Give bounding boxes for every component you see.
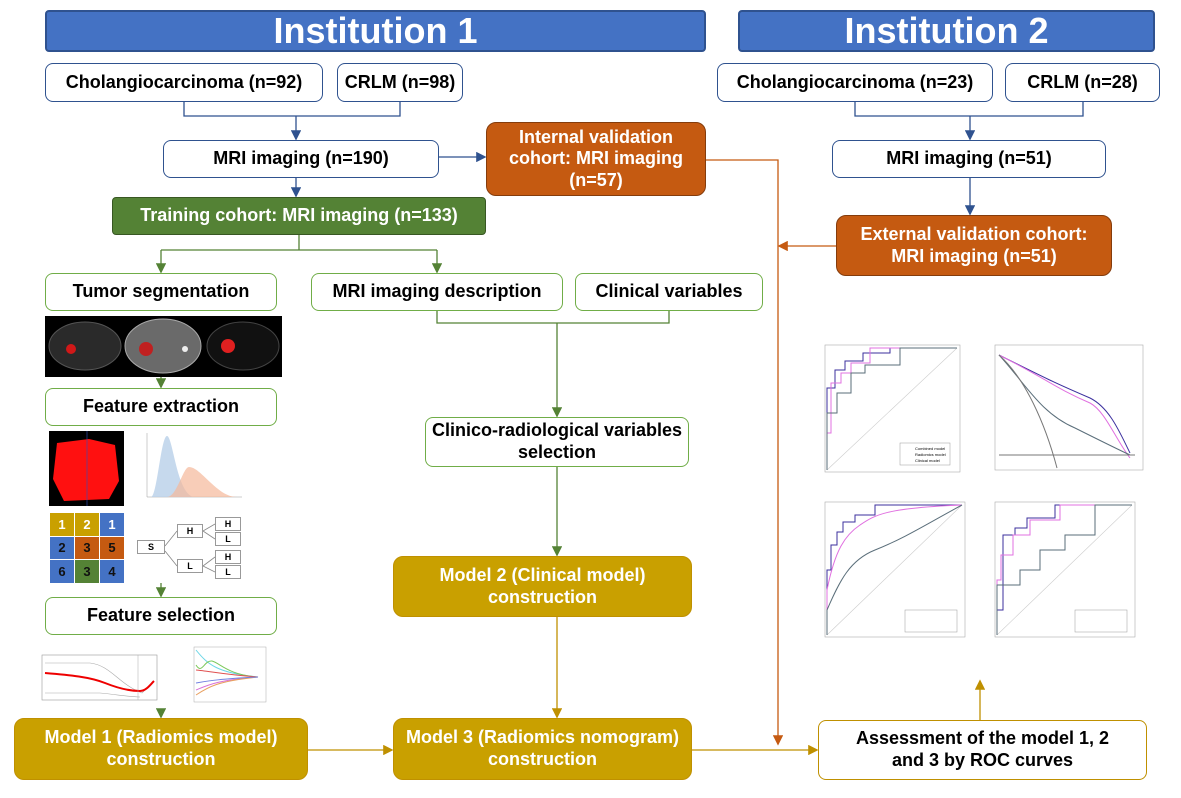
crlm-inst2-box: CRLM (n=28) (1005, 63, 1160, 102)
wavelet-tree: S H L H L H L (137, 513, 247, 585)
matrix-cell: 5 (100, 536, 124, 560)
roc-plot-internal (824, 501, 966, 638)
tree-node: L (215, 565, 241, 579)
cholangio-inst2-box: Cholangiocarcinoma (n=23) (717, 63, 993, 102)
crlm-inst1-box: CRLM (n=98) (337, 63, 463, 102)
external-validation-box: External validation cohort: MRI imaging … (836, 215, 1112, 276)
institution-1-header: Institution 1 (45, 10, 706, 52)
tumor-3d-render-image (49, 431, 124, 506)
mri-slices-image (45, 316, 282, 377)
feature-selection-box: Feature selection (45, 597, 277, 635)
training-cohort-box: Training cohort: MRI imaging (n=133) (112, 197, 486, 235)
lasso-coefficient-plot-image (193, 646, 267, 703)
lasso-cv-plot-image (41, 654, 158, 701)
matrix-cell: 3 (75, 536, 99, 560)
decision-curve-plot (994, 344, 1144, 471)
model1-box: Model 1 (Radiomics model) construction (14, 718, 308, 780)
model3-box: Model 3 (Radiomics nomogram) constructio… (393, 718, 692, 780)
roc-plot-training: Combined model Radiomics model Clinical … (824, 344, 961, 473)
assessment-box: Assessment of the model 1, 2 and 3 by RO… (818, 720, 1147, 780)
histogram-image (146, 433, 242, 498)
tree-node: H (177, 524, 203, 538)
institution-2-header: Institution 2 (738, 10, 1155, 52)
tree-node: H (215, 517, 241, 531)
clinico-radiological-selection-box: Clinico-radiological variables selection (425, 417, 689, 467)
matrix-cell: 2 (50, 536, 74, 560)
matrix-cell: 3 (75, 560, 99, 583)
clinical-variables-box: Clinical variables (575, 273, 763, 311)
mri-description-box: MRI imaging description (311, 273, 563, 311)
tree-node: L (177, 559, 203, 573)
matrix-cell: 1 (100, 513, 124, 536)
matrix-cell: 6 (50, 560, 74, 583)
matrix-cell: 2 (75, 513, 99, 536)
cholangio-inst1-box: Cholangiocarcinoma (n=92) (45, 63, 323, 102)
legend-item: Combined model (915, 446, 945, 451)
mri-inst2-box: MRI imaging (n=51) (832, 140, 1106, 178)
tumor-segmentation-box: Tumor segmentation (45, 273, 277, 311)
legend-item: Radiomics model (915, 452, 946, 457)
matrix-cell: 4 (100, 560, 124, 583)
legend-item: Clinical model (915, 458, 940, 463)
roc-plot-external (994, 501, 1136, 638)
mri-inst1-box: MRI imaging (n=190) (163, 140, 439, 178)
model2-box: Model 2 (Clinical model) construction (393, 556, 692, 617)
tree-node-s: S (137, 540, 165, 554)
tree-node: H (215, 550, 241, 564)
tree-node: L (215, 532, 241, 546)
internal-validation-box: Internal validation cohort: MRI imaging … (486, 122, 706, 196)
feature-extraction-box: Feature extraction (45, 388, 277, 426)
matrix-cell: 1 (50, 513, 74, 536)
